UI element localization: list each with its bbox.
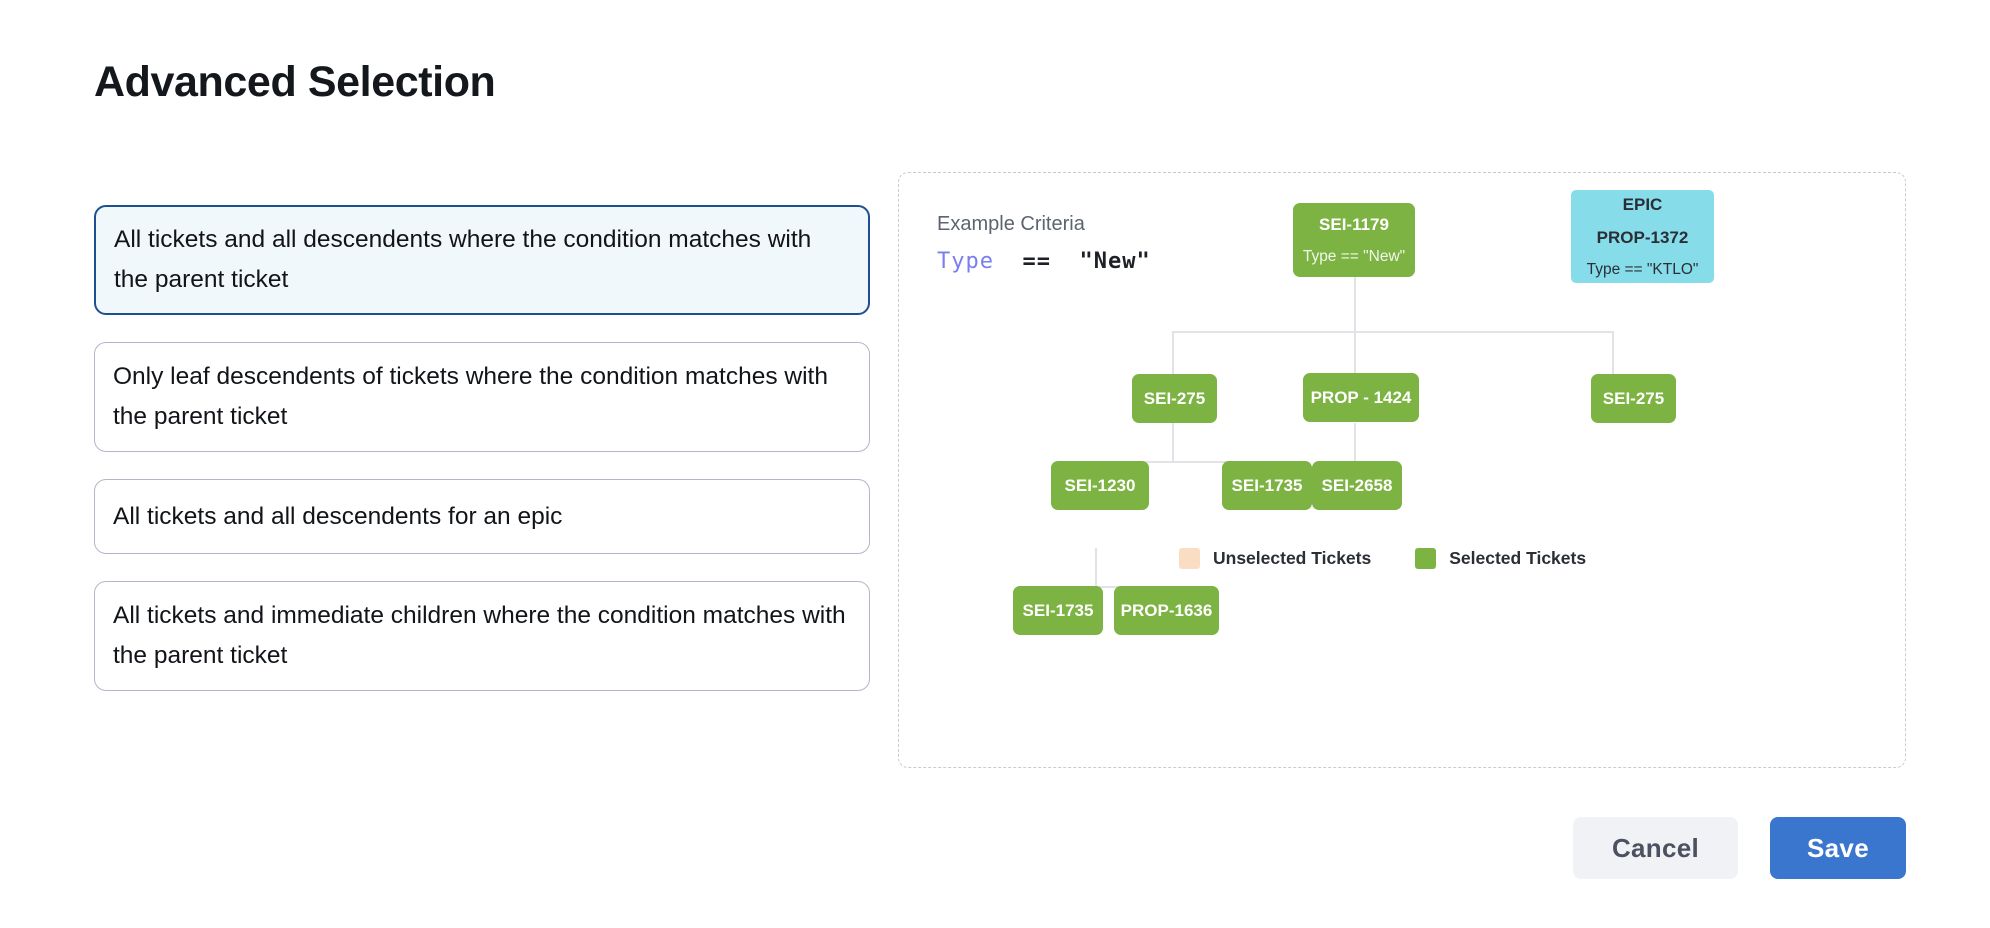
tree-node-sei-2658[interactable]: SEI-2658 <box>1312 461 1402 510</box>
legend-swatch-selected-icon <box>1415 548 1437 569</box>
connector-to-child-left <box>1172 331 1174 374</box>
criteria-field: Type <box>937 249 994 274</box>
node-title: SEI-1735 <box>1231 475 1303 495</box>
node-title: PROP-1636 <box>1120 600 1213 620</box>
option-label: All tickets and all descendents where th… <box>114 226 812 293</box>
tree-node-sei-275-right[interactable]: SEI-275 <box>1591 374 1676 423</box>
option-leaf-descendents-condition[interactable]: Only leaf descendents of tickets where t… <box>94 342 870 452</box>
save-button[interactable]: Save <box>1770 817 1906 879</box>
option-label: All tickets and all descendents for an e… <box>113 502 563 530</box>
tree-node-sei-1230[interactable]: SEI-1230 <box>1051 461 1149 510</box>
tree-node-prop-1424[interactable]: PROP - 1424 <box>1303 373 1419 422</box>
node-kind: EPIC <box>1622 194 1663 214</box>
connector-to-child-middle <box>1354 331 1356 374</box>
node-title: SEI-275 <box>1143 388 1206 408</box>
tree-node-sei-1179[interactable]: SEI-1179 Type == "New" <box>1293 203 1415 277</box>
node-title: SEI-1179 <box>1319 214 1389 234</box>
legend-item-selected: Selected Tickets <box>1415 548 1586 569</box>
option-label: Only leaf descendents of tickets where t… <box>113 363 828 430</box>
node-title: SEI-275 <box>1602 388 1665 408</box>
option-all-descendents-epic[interactable]: All tickets and all descendents for an e… <box>94 479 870 554</box>
connector-level3-bus <box>1054 586 1159 588</box>
node-subtitle: Type == "KTLO" <box>1586 260 1699 278</box>
option-all-descendents-condition[interactable]: All tickets and all descendents where th… <box>94 205 870 315</box>
criteria-operator: == <box>1022 249 1051 274</box>
node-title: PROP - 1424 <box>1310 387 1412 407</box>
option-immediate-children-condition[interactable]: All tickets and immediate children where… <box>94 581 870 691</box>
node-title: SEI-1230 <box>1064 475 1136 495</box>
node-title: PROP-1372 <box>1596 227 1689 247</box>
node-title: SEI-1735 <box>1022 600 1094 620</box>
selection-options-list: All tickets and all descendents where th… <box>94 205 870 718</box>
node-title: SEI-2658 <box>1321 475 1393 495</box>
tree-node-epic-prop-1372[interactable]: EPIC PROP-1372 Type == "KTLO" <box>1571 190 1714 283</box>
connector-root-stem <box>1354 277 1356 331</box>
option-label: All tickets and immediate children where… <box>113 602 846 669</box>
dialog-footer: Cancel Save <box>1573 817 1906 879</box>
legend-label-unselected: Unselected Tickets <box>1213 548 1372 568</box>
connector-level1-bus <box>1172 331 1613 333</box>
node-subtitle: Type == "New" <box>1302 247 1406 265</box>
tree-node-sei-1735-leaf[interactable]: SEI-1735 <box>1013 586 1103 635</box>
page-title: Advanced Selection <box>94 58 496 106</box>
criteria-title: Example Criteria <box>937 213 1085 235</box>
legend-item-unselected: Unselected Tickets <box>1179 548 1371 569</box>
legend-label-selected: Selected Tickets <box>1449 548 1587 568</box>
connector-level2-bus <box>1095 461 1272 463</box>
criteria-value: "New" <box>1079 249 1151 274</box>
connector-child-left-stem <box>1172 423 1174 461</box>
connector-gc-1230-stem <box>1095 548 1097 586</box>
legend-swatch-unselected-icon <box>1179 548 1200 569</box>
connector-to-child-right <box>1612 331 1614 374</box>
diagram-legend: Unselected Tickets Selected Tickets <box>1179 548 1586 569</box>
cancel-button[interactable]: Cancel <box>1573 817 1738 879</box>
tree-node-sei-275-left[interactable]: SEI-275 <box>1132 374 1217 423</box>
tree-node-prop-1636[interactable]: PROP-1636 <box>1114 586 1219 635</box>
example-diagram-panel: Example Criteria Type == "New" SEI-1179 … <box>898 172 1906 768</box>
tree-node-sei-1735-mid[interactable]: SEI-1735 <box>1222 461 1312 510</box>
criteria-expression: Type == "New" <box>937 249 1151 274</box>
